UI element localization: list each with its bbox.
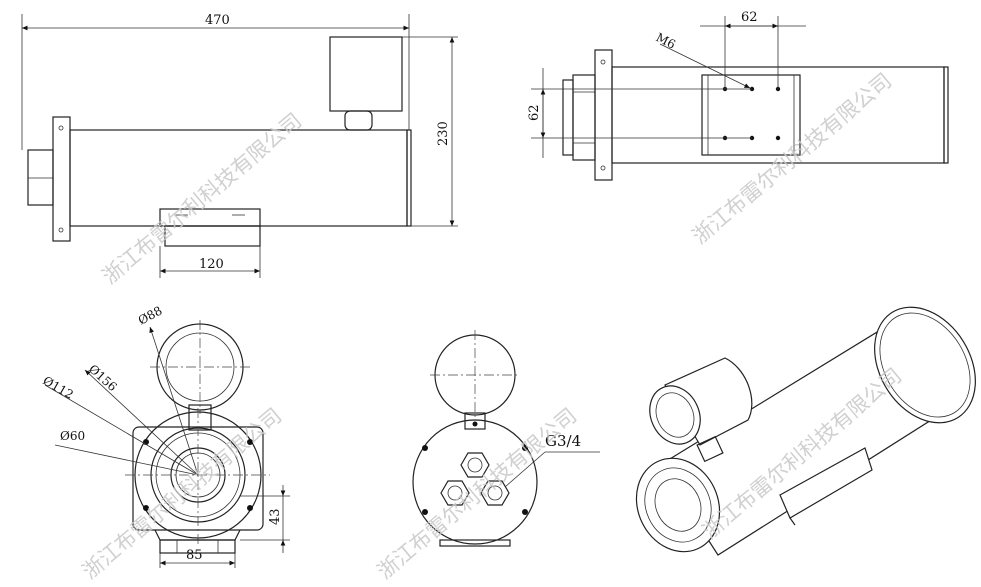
- dim-mount-spacing-h: 62: [741, 10, 758, 25]
- dim-dia-60: Ø60: [60, 429, 85, 443]
- dim-base-height: 43: [268, 508, 283, 525]
- rear-connector: [27, 149, 54, 206]
- side-view: 470 230 120: [21, 13, 458, 278]
- camera-box: [329, 36, 403, 112]
- flange-top: [594, 49, 613, 181]
- rear-housing-circle: [412, 419, 538, 545]
- dim-mount-spacing-v: 62: [527, 104, 542, 121]
- rear-view: G3/4: [412, 330, 600, 547]
- dim-mount-screw: M6: [654, 30, 678, 52]
- watermark-4: 浙江布雷尔利科技有限公司: [373, 403, 581, 583]
- dim-base-width: 85: [186, 548, 203, 563]
- dim-overall-length: 470: [205, 13, 230, 28]
- dim-cable-gland: G3/4: [545, 432, 581, 450]
- iso-camera: [664, 357, 753, 446]
- iso-front-lens: [635, 457, 721, 553]
- neck: [344, 110, 373, 131]
- watermark-2: 浙江布雷尔利科技有限公司: [688, 68, 896, 248]
- dim-dia-156: Ø156: [86, 362, 120, 394]
- cable-gland-right: [480, 480, 510, 506]
- mount-plate: [701, 74, 801, 156]
- dim-dia-88: Ø88: [136, 303, 165, 327]
- dim-height: 230: [436, 121, 451, 146]
- top-view: 62 62 M6: [527, 10, 949, 181]
- rear-flange: [52, 116, 71, 242]
- dim-bracket-length: 120: [199, 257, 224, 272]
- cable-gland-top: [460, 452, 490, 478]
- dim-dia-112: Ø112: [41, 373, 76, 401]
- isometric-view: [635, 306, 976, 556]
- cable-gland-left: [440, 480, 470, 506]
